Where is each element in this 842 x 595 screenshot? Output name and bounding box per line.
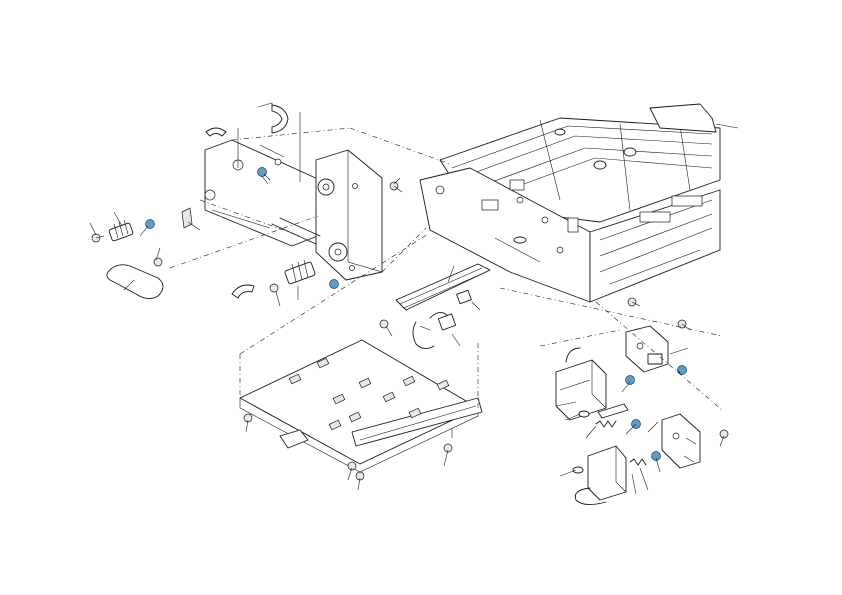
paper-tray-plate bbox=[239, 339, 483, 481]
main-transport-unit bbox=[419, 103, 739, 303]
highlighted-screws bbox=[145, 167, 339, 289]
guide-rail bbox=[379, 263, 491, 349]
drive-bracket-assembly bbox=[91, 104, 403, 299]
leader-lines bbox=[89, 102, 725, 495]
alignment-lines bbox=[169, 127, 723, 411]
